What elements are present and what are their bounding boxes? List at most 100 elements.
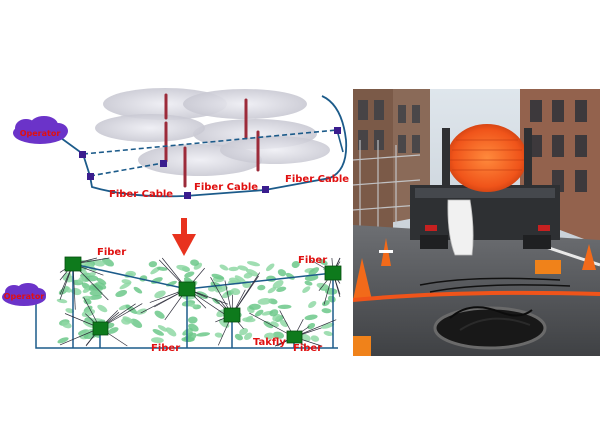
coverage-cell xyxy=(228,266,239,272)
coverage-cell xyxy=(125,304,138,315)
coverage-cell xyxy=(102,257,114,267)
coverage-cell xyxy=(154,310,165,319)
coverage-cell xyxy=(184,271,195,278)
coverage-cell xyxy=(185,302,198,308)
coverage-cell xyxy=(188,323,199,332)
coverage-cell xyxy=(263,320,274,329)
coverage-cell xyxy=(214,332,223,338)
bottom-fiber-diagram: Operator Fiber Fiber Fiber Fiber Takfly xyxy=(2,247,342,354)
operator-label-top: Operator xyxy=(20,129,61,138)
coverage-cell xyxy=(96,277,107,285)
coverage-cell xyxy=(130,318,143,328)
fiber-cable-label-2: Fiber Cable xyxy=(194,182,258,193)
coverage-cell xyxy=(211,273,225,280)
coverage-cell xyxy=(97,304,108,313)
coverage-cell xyxy=(82,287,91,293)
coverage-cell xyxy=(304,314,318,321)
coverage-cell xyxy=(148,261,158,268)
coverage-cell xyxy=(291,261,300,268)
operator-cloud: Operator xyxy=(13,116,68,144)
coverage-cell xyxy=(276,286,287,292)
coverage-cell xyxy=(257,298,272,305)
coverage-cell xyxy=(56,298,68,304)
coverage-cell xyxy=(121,279,132,285)
coverage-cell xyxy=(301,334,311,342)
coverage-cell xyxy=(108,327,119,334)
coverage-cell xyxy=(246,261,261,267)
coverage-cell xyxy=(239,328,249,336)
coverage-disks xyxy=(95,88,330,176)
coverage-cell xyxy=(183,332,194,341)
coverage-cell xyxy=(307,323,316,330)
fiber-fan-line xyxy=(72,263,76,310)
coverage-cell xyxy=(308,267,320,276)
coverage-cell xyxy=(321,323,335,329)
coverage-cell xyxy=(133,286,143,294)
cable-junction-nodes xyxy=(79,127,341,199)
coverage-cell xyxy=(219,264,229,271)
fiber-cable-label-3: Fiber Cable xyxy=(285,174,349,185)
fiber-cable-line xyxy=(49,95,348,198)
coverage-cell xyxy=(318,258,328,266)
coverage-cell xyxy=(156,266,168,271)
coverage-cell xyxy=(304,280,313,286)
coverage-cell xyxy=(122,316,134,324)
takfly-label: Takfly xyxy=(253,337,286,348)
coverage-cell xyxy=(308,301,317,308)
coverage-cell xyxy=(176,264,190,272)
coverage-cell xyxy=(81,309,96,317)
operator-label-bottom: Operator xyxy=(4,292,45,301)
coverage-cell xyxy=(269,309,279,317)
coverage-cell xyxy=(218,318,230,328)
coverage-cell xyxy=(77,276,86,284)
coverage-cell xyxy=(157,324,168,332)
coverage-cell xyxy=(265,263,275,272)
coverage-cell xyxy=(257,284,266,291)
fiber-label-2: Fiber xyxy=(298,255,327,266)
coverage-cell xyxy=(264,332,275,340)
coverage-cell xyxy=(248,303,261,310)
fiber-fan-line xyxy=(249,312,295,338)
coverage-cell xyxy=(237,265,249,271)
coverage-cell xyxy=(316,282,330,290)
coverage-cell xyxy=(63,285,72,293)
coverage-cell xyxy=(89,290,103,297)
coverage-cell xyxy=(188,316,198,324)
coverage-cell xyxy=(323,330,333,337)
coverage-cell xyxy=(272,280,284,289)
operator-cloud-bottom: Operator xyxy=(2,283,46,306)
coverage-cell xyxy=(277,269,287,277)
coverage-cell xyxy=(61,321,72,329)
coverage-cell xyxy=(272,331,285,339)
coverage-cell xyxy=(285,272,295,280)
coverage-cell xyxy=(196,332,211,337)
coverage-cell xyxy=(57,337,69,344)
fiber-label-1: Fiber xyxy=(97,247,126,258)
coverage-cell xyxy=(152,328,165,336)
fiber-label-3: Fiber xyxy=(151,343,180,354)
coverage-cell xyxy=(267,286,277,294)
coverage-cell xyxy=(70,287,82,296)
fiber-label-4: Fiber xyxy=(293,343,322,354)
coverage-cell xyxy=(302,286,311,293)
coverage-cell xyxy=(230,288,241,296)
coverage-cell xyxy=(322,300,330,307)
coverage-cell xyxy=(310,335,320,342)
coverage-cell xyxy=(151,337,164,344)
dashed-links xyxy=(82,129,338,177)
fiber-nodes xyxy=(64,256,342,344)
coverage-cell xyxy=(154,290,166,299)
coverage-cell xyxy=(234,333,243,341)
street-photo xyxy=(353,89,600,356)
coverage-cell xyxy=(244,332,253,341)
coverage-cell xyxy=(165,327,177,337)
coverage-cell xyxy=(92,259,105,267)
coverage-cell xyxy=(65,308,74,314)
fiber-cable-label-1: Fiber Cable xyxy=(109,189,173,200)
coverage-cell xyxy=(136,308,148,315)
coverage-cell xyxy=(185,332,197,343)
coverage-cell xyxy=(115,289,128,298)
coverage-cell xyxy=(242,317,256,323)
antenna-masts xyxy=(164,93,260,188)
coverage-cell xyxy=(321,308,332,314)
